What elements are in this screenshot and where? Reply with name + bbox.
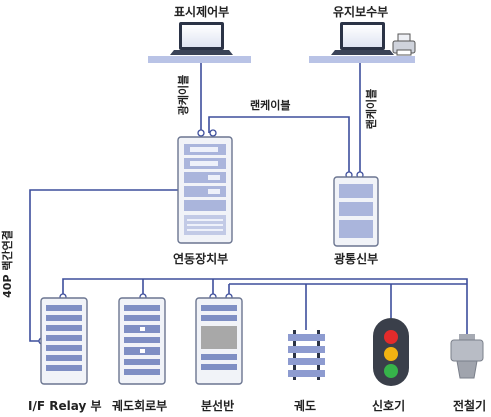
distribution-panel-label: 분선반: [201, 399, 235, 413]
track-circuit-unit-label: 궤도회로부: [112, 399, 168, 413]
point-machine-label: 전철기: [453, 399, 487, 413]
display-unit-label: 표시제어부: [174, 5, 230, 19]
rack-icon: [333, 176, 379, 247]
rack-icon: [118, 297, 166, 385]
point-machine-icon: [450, 334, 484, 379]
relay-unit-label: I/F Relay 부: [28, 399, 102, 413]
display-unit-bar: [148, 56, 251, 63]
optical-comm-unit-label: 광통신부: [334, 252, 379, 266]
track-icon: [288, 330, 325, 380]
track-label: 궤도: [294, 399, 317, 413]
signal-label: 신호기: [372, 399, 406, 413]
rack-icon: [195, 297, 243, 385]
laptop-icon: [170, 22, 233, 55]
signal-icon: [373, 318, 409, 386]
maintenance-unit-bar: [309, 56, 415, 63]
rack-icon: [177, 136, 233, 244]
rack-icon: [40, 297, 88, 385]
lan-cable-right-label: 랜케이블: [365, 88, 379, 130]
lan-cable-label: 랜케이블: [250, 99, 291, 112]
optical-cable-label: 광케이블: [177, 74, 191, 116]
laptop-icon: [331, 22, 394, 55]
rack-link-label: 40P 랙간연결: [0, 230, 14, 298]
interlocking-unit-label: 연동장치부: [173, 252, 229, 266]
connection-lines: [29, 63, 468, 342]
maintenance-unit-label: 유지보수부: [333, 5, 389, 19]
printer-icon: [392, 33, 416, 56]
